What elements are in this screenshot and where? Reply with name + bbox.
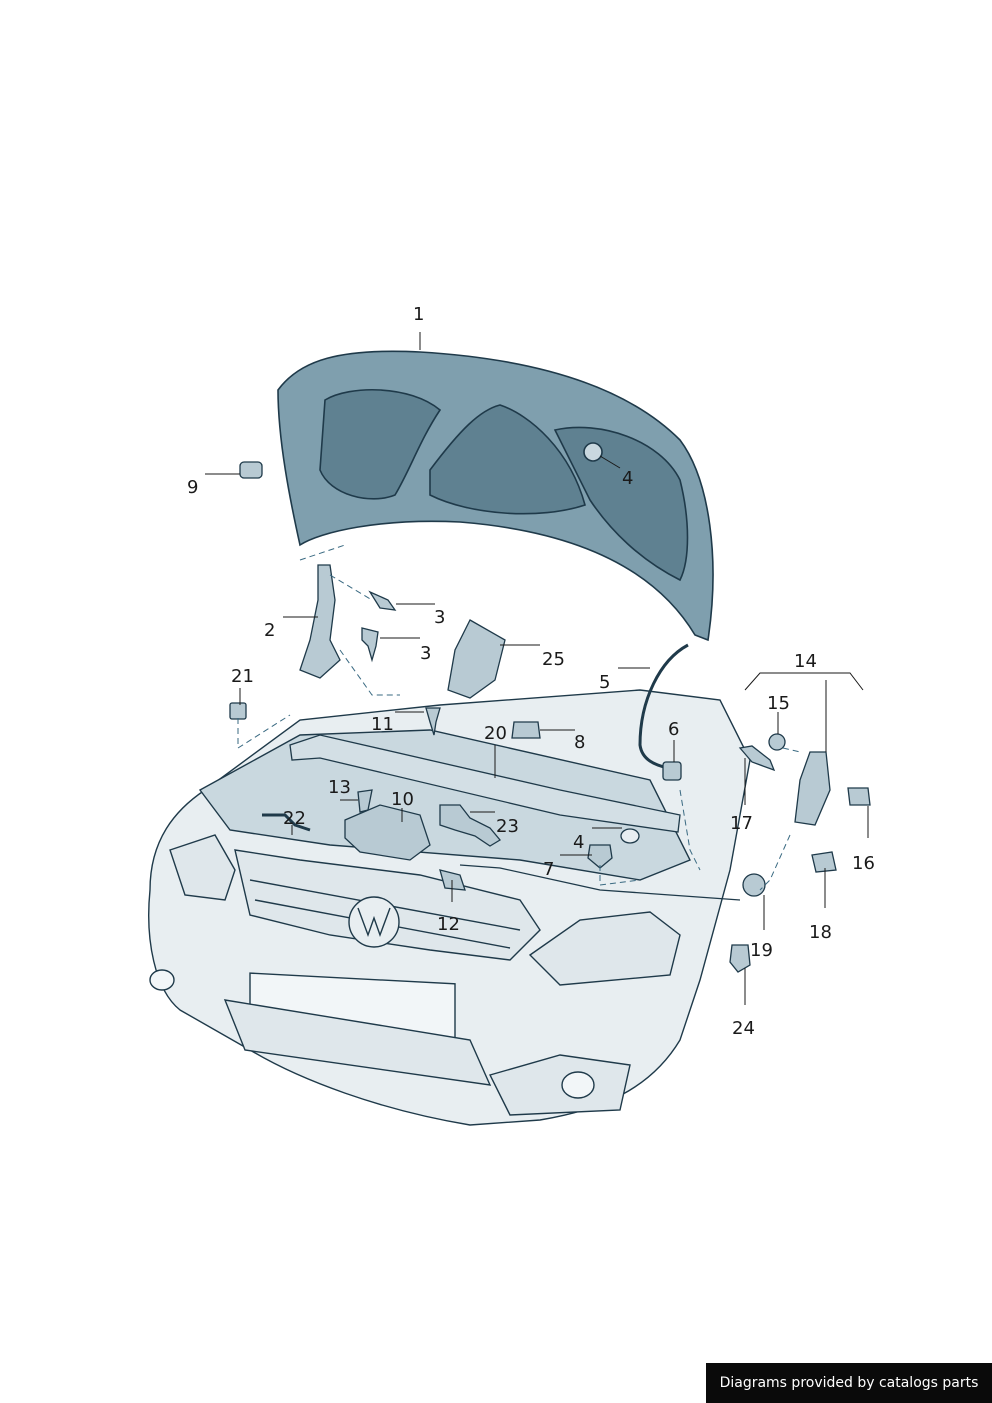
part-17-screw	[738, 745, 776, 772]
part-6-clip	[662, 761, 682, 781]
headlight-right	[528, 911, 681, 986]
callout-10: 10	[391, 789, 414, 810]
part-5-prop-rod	[638, 643, 689, 770]
callout-4-second: 4	[573, 832, 585, 853]
parts	[229, 461, 871, 973]
assembly-line	[599, 865, 641, 886]
hood-panel-center	[429, 404, 586, 515]
hood-plug	[583, 442, 603, 462]
hood	[277, 350, 714, 642]
part-19-grommet	[742, 873, 766, 897]
vw-logo-mark	[357, 907, 391, 938]
part-24-clip	[729, 944, 751, 973]
car-body	[148, 689, 751, 1126]
part-20-seal	[289, 734, 681, 833]
callout-24: 24	[732, 1018, 755, 1039]
callout-19: 19	[750, 940, 773, 961]
fog-light-left	[149, 969, 175, 991]
part-11-screw	[425, 707, 441, 736]
assembly-line	[339, 649, 400, 696]
callout-8: 8	[574, 732, 586, 753]
callout-21: 21	[231, 666, 254, 687]
callout-16: 16	[852, 853, 875, 874]
callout-23: 23	[496, 816, 519, 837]
part-9-bumper-stop	[239, 461, 263, 479]
callout-6: 6	[668, 719, 680, 740]
part-22-rod	[262, 813, 311, 832]
part-25-bracket	[447, 619, 506, 699]
part-13-screw	[357, 789, 373, 813]
leader-14-bracket	[744, 672, 864, 752]
hood-panel-left	[319, 388, 442, 500]
callout-18: 18	[809, 922, 832, 943]
part-18-clip	[811, 851, 837, 873]
headlight-left	[169, 834, 236, 901]
part-7-clip	[587, 844, 613, 869]
part-4b-plug	[620, 828, 640, 844]
lower-grille	[223, 999, 492, 1086]
part-3-bolt	[368, 590, 397, 611]
callout-22: 22	[283, 808, 306, 829]
callout-14: 14	[794, 651, 817, 672]
fog-light-right-bezel	[488, 1054, 631, 1116]
part-14-release-lever	[794, 751, 831, 826]
assembly-line	[329, 574, 373, 601]
callout-11: 11	[371, 714, 394, 735]
part-10-lock	[344, 804, 431, 861]
assembly-line	[782, 747, 801, 753]
part-2-hinge	[299, 564, 341, 679]
leader-4a	[599, 455, 621, 469]
callout-9: 9	[187, 477, 199, 498]
callout-15: 15	[767, 693, 790, 714]
callout-13: 13	[328, 777, 351, 798]
cable-run	[459, 864, 741, 901]
part-21-clip	[229, 702, 247, 720]
part-15-grommet	[768, 733, 786, 751]
callout-5: 5	[599, 672, 611, 693]
part-23-cable	[439, 804, 501, 847]
assembly-line	[237, 714, 291, 749]
callout-7: 7	[543, 859, 555, 880]
leader-lines	[205, 332, 869, 1005]
callout-20: 20	[484, 723, 507, 744]
part-16-cap	[847, 787, 871, 806]
assembly-lines	[237, 544, 801, 891]
callout-3: 3	[434, 607, 446, 628]
footer-credit-text: Diagrams provided by catalogs parts	[719, 1375, 979, 1391]
callout-25: 25	[542, 649, 565, 670]
callout-3-second: 3	[420, 643, 432, 664]
assembly-line	[679, 789, 701, 871]
assembly-line	[299, 544, 346, 561]
callout-4: 4	[622, 468, 634, 489]
footer-credit: Diagrams provided by catalogs parts	[706, 1363, 992, 1403]
part-8-buffer	[511, 721, 541, 739]
fog-light-right	[561, 1071, 595, 1099]
part-3b-bolt	[361, 627, 379, 663]
hood-panel-right	[553, 426, 689, 582]
callout-17: 17	[730, 813, 753, 834]
callout-1: 1	[413, 304, 425, 325]
callout-12: 12	[437, 914, 460, 935]
callout-2: 2	[264, 620, 276, 641]
vw-logo	[348, 896, 400, 948]
